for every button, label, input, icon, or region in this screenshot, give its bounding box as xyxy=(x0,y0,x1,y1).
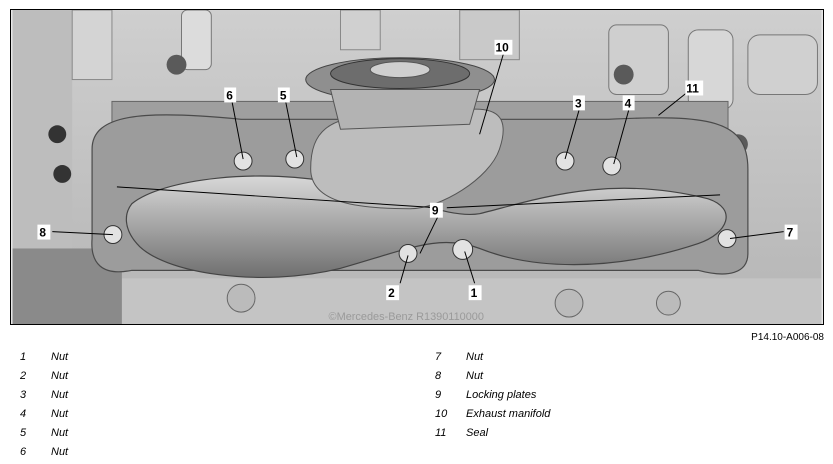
legend-item: 4 Nut xyxy=(20,405,320,424)
callout-9: 9 xyxy=(432,204,439,218)
legend-text: Exhaust manifold xyxy=(466,408,551,420)
legend-item: 2 Nut xyxy=(20,367,320,386)
legend-item: 3 Nut xyxy=(20,386,320,405)
callouts: 10 11 6 5 3 4 9 8 7 2 1 xyxy=(37,39,798,300)
legend-text: Nut xyxy=(466,351,484,363)
legend-item: 10 Exhaust manifold xyxy=(435,405,735,424)
nuts xyxy=(103,149,737,263)
legend-number: 4 xyxy=(20,408,27,420)
callout-3: 3 xyxy=(575,96,582,110)
legend-text: Nut xyxy=(51,370,69,382)
legend-item: 1 Nut xyxy=(20,348,320,367)
legend-number: 5 xyxy=(20,427,27,439)
watermark: ©Mercedes-Benz R1390110000 xyxy=(329,311,484,323)
legend-text: Nut xyxy=(51,351,69,363)
callout-7: 7 xyxy=(787,226,794,240)
legend-number: 10 xyxy=(435,408,448,420)
legend-number: 9 xyxy=(435,389,442,401)
callout-4: 4 xyxy=(625,96,632,110)
legend-number: 6 xyxy=(20,446,27,458)
legend-item: 11 Seal xyxy=(435,424,735,443)
legend-item: 6 Nut xyxy=(20,443,320,462)
legend-item: 5 Nut xyxy=(20,424,320,443)
legend-number: 7 xyxy=(435,351,442,363)
legend-number: 8 xyxy=(435,370,442,382)
leader-lines xyxy=(52,53,784,284)
legend-item: 8 Nut xyxy=(435,367,735,386)
figure-reference: P14.10-A006-08 xyxy=(751,332,824,343)
callout-2: 2 xyxy=(388,286,395,300)
callout-10: 10 xyxy=(496,41,510,55)
legend-text: Nut xyxy=(51,427,69,439)
callout-11: 11 xyxy=(686,81,699,95)
legend-text: Nut xyxy=(466,370,484,382)
legend-text: Locking plates xyxy=(466,389,537,401)
legend-number: 3 xyxy=(20,389,27,401)
legend-text: Nut xyxy=(51,408,69,420)
legend-text: Nut xyxy=(51,389,69,401)
manifold-illustration: 10 11 6 5 3 4 9 8 7 2 1 ©Mercedes-Benz R… xyxy=(10,9,824,325)
legend-text: Seal xyxy=(466,427,489,439)
callout-5: 5 xyxy=(280,88,287,102)
legend-number: 11 xyxy=(435,427,447,439)
callout-1: 1 xyxy=(471,286,478,300)
callout-8: 8 xyxy=(39,226,46,240)
legend-number: 1 xyxy=(20,351,27,363)
legend-item: 9 Locking plates xyxy=(435,386,735,405)
legend-number: 2 xyxy=(20,370,27,382)
callout-6: 6 xyxy=(226,88,233,102)
legend-item: 7 Nut xyxy=(435,348,735,367)
legend-text: Nut xyxy=(51,446,69,458)
